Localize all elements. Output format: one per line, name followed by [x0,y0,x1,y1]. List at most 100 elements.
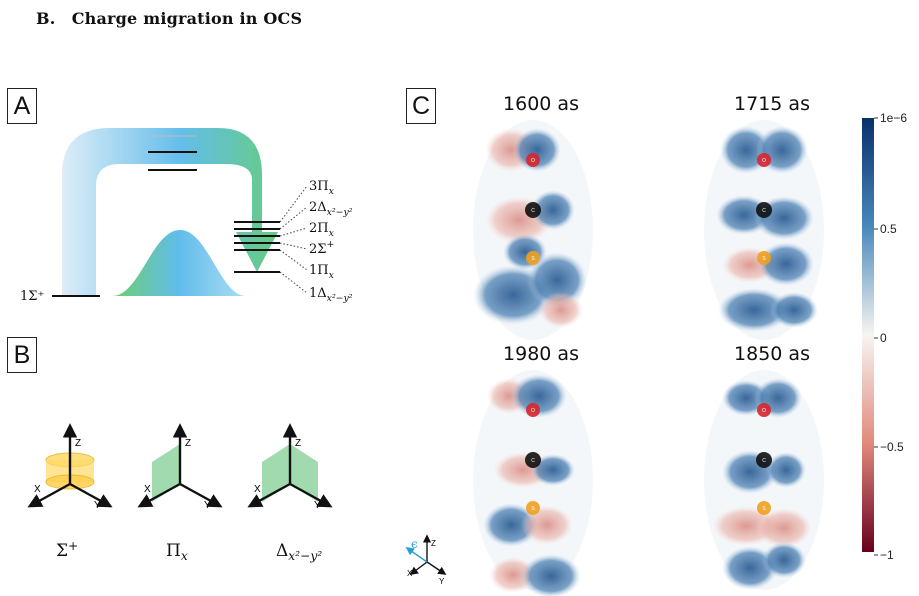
carbon-atom-label: C [531,208,535,214]
sulfur-atom-label: S [762,256,766,262]
oxygen-atom [526,403,540,417]
x-axis [409,561,428,576]
excited-level-label-subscript: x [329,186,335,197]
symmetry-label-subscript: x²−y² [288,549,322,563]
excited-level-label: 3Πx [309,179,335,197]
delta-plane-b [290,444,318,502]
negative-density-lobe [539,292,583,328]
excited-level-label-subscript: x²−y² [327,293,353,304]
positive-density-lobe [758,242,814,286]
sulfur-atom-label: S [762,506,766,512]
sulfur-atom [757,251,771,265]
colorbar-tick-label: 0.5 [880,222,897,236]
excitation-arch [62,128,278,296]
z-axis-label: Z [431,539,436,548]
excited-level-label: 2Σ+ [309,239,334,257]
positive-density-lobe [766,452,806,488]
y-axis [69,482,113,508]
positive-density-lobe [513,128,561,172]
excited-level-label: 1Δx²−y² [309,286,353,304]
y-axis [179,482,223,508]
positive-density-lobe [762,542,806,578]
positive-density-lobe [770,292,818,328]
oxygen-atom [526,153,540,167]
x-axis [247,482,291,508]
level-leader [279,242,308,250]
z-axis-label: Z [185,438,191,449]
x-axis [137,482,181,508]
molecule-axes: ϵ Z X Y [405,534,447,586]
level-leader [279,227,308,237]
carbon-atom-label: C [762,458,766,464]
symmetry-label: Δx²−y² [276,541,322,563]
y-axis-label: Y [204,500,211,511]
carbon-atom-label: C [762,208,766,214]
excited-level-label-subscript: x [329,270,335,281]
symmetry-label: Πx [166,541,188,563]
y-axis [289,482,333,508]
oxygen-atom [757,153,771,167]
x-axis [27,482,71,508]
positive-density-lobe [503,234,547,270]
symmetry-label: Σ+ [56,539,78,561]
section-title: B. Charge migration in OCS [36,9,303,28]
oxygen-atom-label: O [762,408,766,414]
y-axis-label: Y [94,500,101,511]
sulfur-atom-label: S [531,506,535,512]
excited-level-label: 2Δx²−y² [309,200,353,218]
positive-density-lobe [531,190,575,230]
panel-label-c: C [406,88,436,124]
symmetry-label-superscript: + [68,539,78,553]
x-axis-label: X [254,484,261,495]
positive-density-lobe [483,503,539,547]
pulse-envelope [112,230,246,296]
density-frame: 1980 as O C S [473,343,593,596]
level-leader [279,249,308,271]
x-axis-label: X [407,569,413,578]
level-leader [279,185,308,223]
frame-time-label: 1850 as [734,343,810,365]
level-leader [279,271,308,294]
frame-time-label: 1980 as [503,343,579,365]
polarization-label: ϵ [411,537,418,551]
excited-level-label-subscript: x²−y² [327,207,353,218]
y-axis-label: Y [314,500,321,511]
delta-plane-a [262,444,290,502]
positive-density-lobe [531,454,575,486]
positive-density-lobe [521,554,581,596]
carbon-atom [525,452,541,468]
negative-density-lobe [521,505,573,545]
x-axis-label: X [34,484,41,495]
panel-label-a: A [7,88,37,124]
colorbar-tick-label: −1 [880,548,894,562]
oxygen-atom-label: O [762,158,766,164]
density-frame: 1850 as O C S [704,343,824,590]
frame-time-label: 1600 as [503,93,579,115]
polarization-arrow [405,547,428,563]
pi-plane [152,444,180,502]
colorbar-gradient [862,118,874,552]
carbon-atom [525,202,541,218]
sulfur-atom [526,251,540,265]
positive-density-lobe [718,288,790,332]
sulfur-atom [526,501,540,515]
carbon-atom [756,452,772,468]
symmetry-label-subscript: x [181,549,188,563]
oxygen-atom-label: O [531,408,535,414]
carbon-atom-label: C [531,458,535,464]
excited-levels [234,185,308,294]
carbon-atom [756,202,772,218]
colorbar: 1e−60.50−0.5−1 [862,111,907,562]
oxygen-atom [757,403,771,417]
negative-density-lobe [756,508,812,548]
colorbar-tick-label: −0.5 [880,440,904,454]
colorbar-tick-label: 0 [880,331,887,345]
